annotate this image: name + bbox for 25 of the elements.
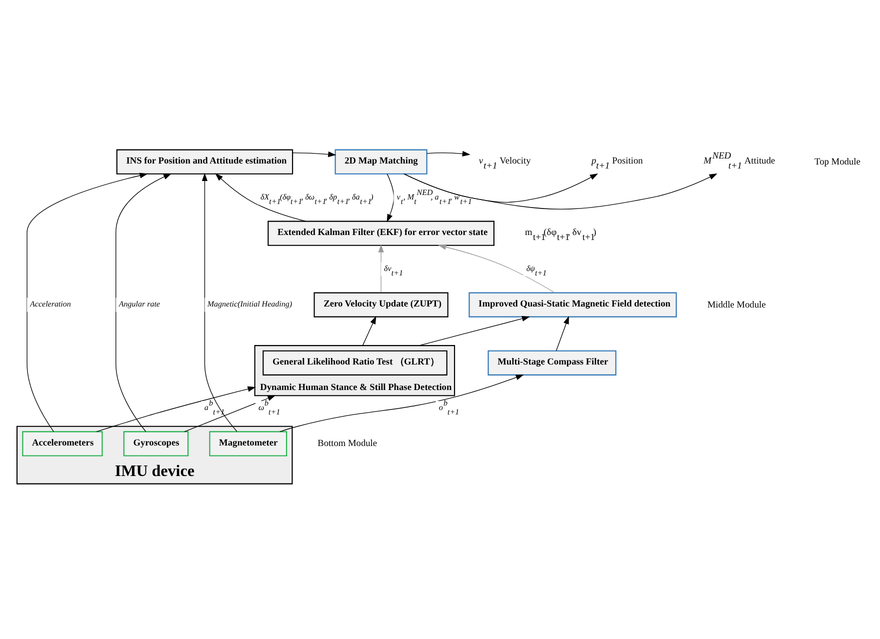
node-box: Extended Kalman Filter (EKF) for error vector state	[267, 220, 494, 246]
node-box: Gyroscopes	[122, 431, 188, 456]
node-box: Magnetometer	[208, 431, 287, 456]
node-box: Multi-Stage Compass Filter	[487, 350, 616, 376]
node-box: Accelerometers	[22, 431, 102, 456]
node-box: Zero Velocity Update (ZUPT)	[313, 292, 448, 318]
arrow	[403, 174, 717, 210]
arrow	[96, 386, 256, 432]
arrow	[438, 244, 555, 294]
arrow	[362, 316, 376, 346]
label: Top Module	[814, 157, 860, 168]
arrow	[555, 316, 568, 352]
arrow	[214, 173, 306, 222]
arrow	[426, 150, 470, 157]
node-box: 2D Map Matching	[334, 149, 427, 174]
node-box: INS for Position and Attitude estimation	[116, 149, 293, 174]
label: Middle Module	[706, 300, 766, 310]
arrow	[378, 244, 384, 293]
node-box: General Likelihood Ratio Test （GLRT）	[262, 350, 447, 376]
node-box: Improved Quasi-Static Magnetic Field detection	[468, 292, 676, 318]
label: Bottom Module	[317, 439, 377, 450]
arrow	[292, 151, 336, 158]
arrow	[279, 374, 524, 432]
arrow	[418, 316, 530, 346]
arrow	[184, 395, 276, 432]
